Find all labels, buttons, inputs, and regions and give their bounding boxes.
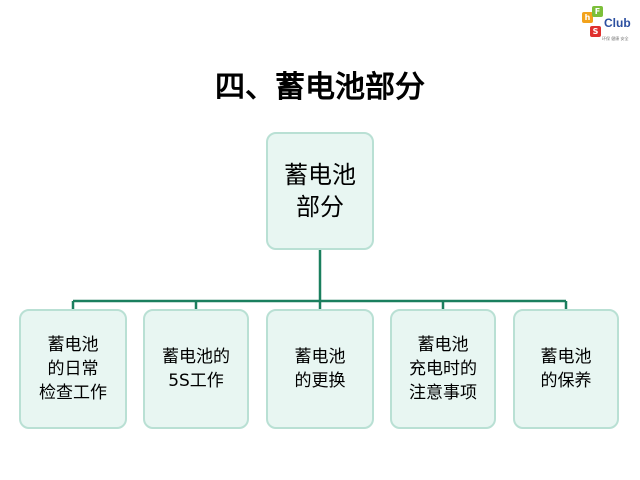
- child-node-label: 蓄电池的 5S工作: [162, 347, 230, 391]
- club-logo: h F S Club 环保 健康 安全: [576, 4, 636, 54]
- child-node-maintenance: 蓄电池 的保养: [513, 309, 619, 429]
- logo-subtitle: 环保 健康 安全: [602, 36, 629, 41]
- root-node-label: 蓄电池 部分: [284, 161, 356, 221]
- child-node-daily-inspection: 蓄电池 的日常 检查工作: [19, 309, 127, 429]
- logo-tile-h: h: [582, 12, 593, 23]
- child-node-label: 蓄电池 的更换: [294, 347, 346, 391]
- child-node-label: 蓄电池 的日常 检查工作: [39, 335, 107, 403]
- root-node: 蓄电池 部分: [266, 132, 374, 250]
- child-node-label: 蓄电池 充电时的 注意事项: [409, 335, 477, 403]
- logo-club-text: Club: [604, 16, 631, 30]
- slide-title: 四、蓄电池部分: [215, 70, 425, 105]
- child-node-5s-work: 蓄电池的 5S工作: [143, 309, 249, 429]
- child-node-label: 蓄电池 的保养: [540, 347, 592, 391]
- child-node-charging-notes: 蓄电池 充电时的 注意事项: [390, 309, 496, 429]
- logo-tile-f: F: [592, 6, 603, 17]
- child-node-replacement: 蓄电池 的更换: [266, 309, 374, 429]
- logo-tile-s: S: [590, 26, 601, 37]
